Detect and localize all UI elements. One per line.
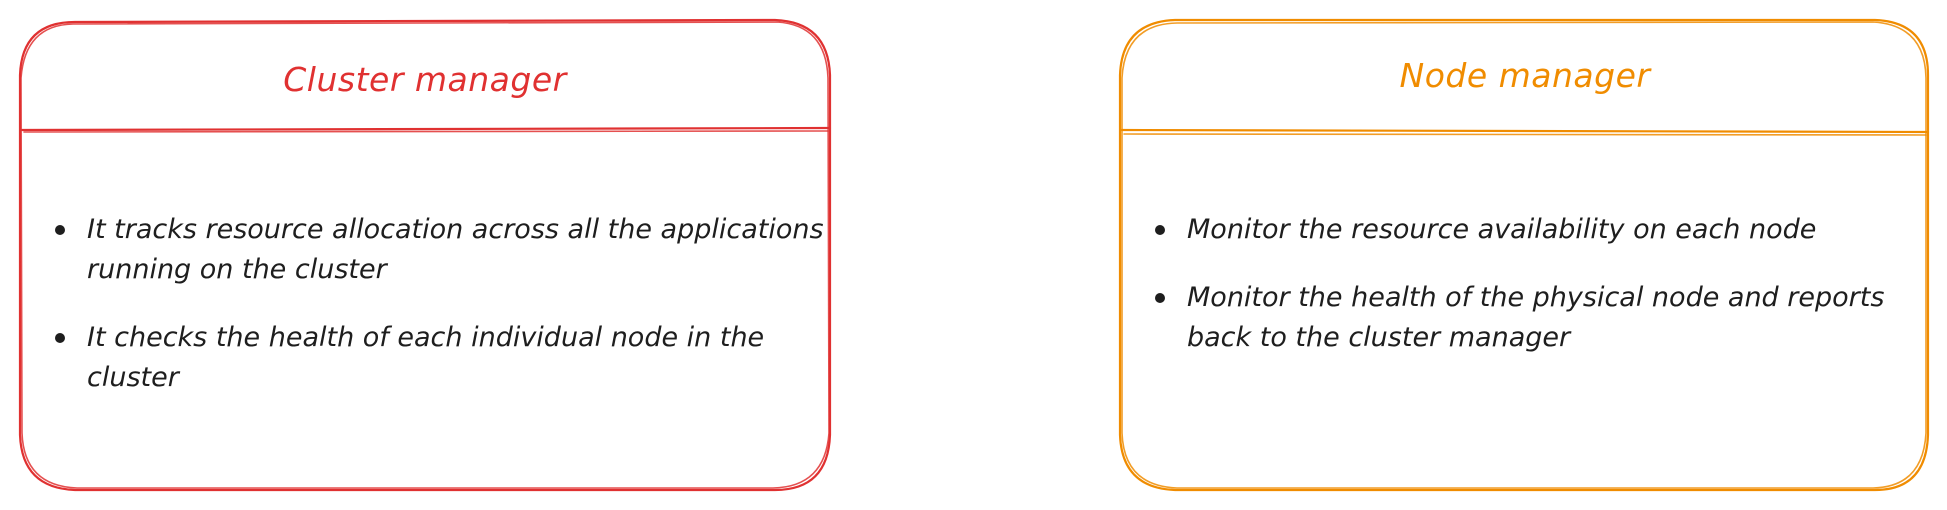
node-manager-title: Node manager [1399, 56, 1651, 95]
node-manager-card-outline [1118, 18, 1930, 492]
cluster-manager-item: It tracks resource allocation across all… [55, 210, 835, 290]
item-text: Monitor the resource availability on eac… [1187, 214, 1817, 245]
node-manager-item: Monitor the health of the physical node … [1155, 278, 1935, 358]
item-text: It checks the health of each individual … [87, 322, 765, 393]
node-manager-list: Monitor the resource availability on eac… [1155, 210, 1935, 386]
cluster-manager-card: Cluster manager It tracks resource alloc… [20, 20, 830, 490]
node-manager-card: Node manager Monitor the resource availa… [1120, 20, 1930, 490]
item-text: It tracks resource allocation across all… [87, 214, 824, 285]
item-text: Monitor the health of the physical node … [1187, 282, 1885, 353]
cluster-manager-card-outline [18, 18, 832, 492]
cluster-manager-list: It tracks resource allocation across all… [55, 210, 835, 426]
bullet-icon [1155, 293, 1165, 303]
bullet-icon [55, 225, 65, 235]
cluster-manager-title: Cluster manager [283, 60, 567, 99]
cluster-manager-item: It checks the health of each individual … [55, 318, 835, 398]
node-manager-item: Monitor the resource availability on eac… [1155, 210, 1935, 250]
bullet-icon [55, 333, 65, 343]
bullet-icon [1155, 225, 1165, 235]
